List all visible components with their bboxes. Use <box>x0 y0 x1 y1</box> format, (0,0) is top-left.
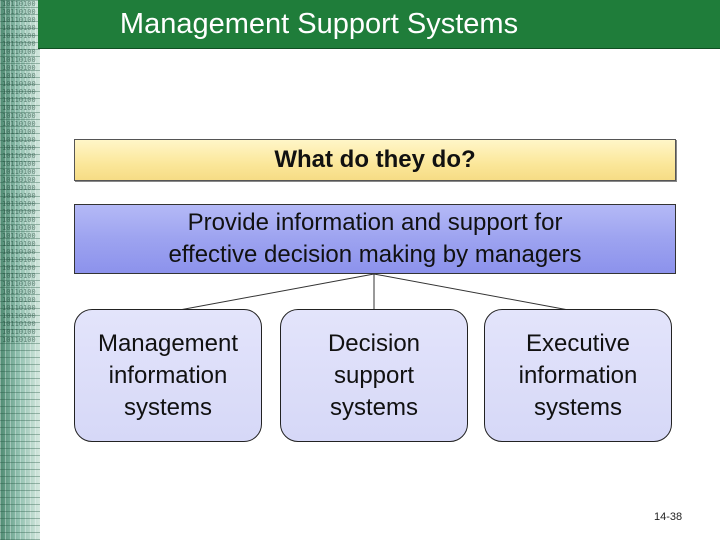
question-box: What do they do? <box>74 139 676 181</box>
eis-box: Executive information systems <box>484 309 672 442</box>
mis-box: Management information systems <box>74 309 262 442</box>
mis-line-1: Management <box>97 329 239 357</box>
slide-number: 14-38 <box>654 511 683 523</box>
connector-left <box>173 273 375 312</box>
decorative-sidebar: 1011010010110100101101001011010010110100… <box>0 0 40 540</box>
eis-line-3: systems <box>533 393 622 421</box>
dss-line-3: systems <box>329 393 418 421</box>
slide-title: Management Support Systems <box>119 7 519 40</box>
sidebar-pattern <box>0 0 40 540</box>
dss-line-1: Decision <box>327 329 421 357</box>
eis-line-1: Executive <box>525 329 631 357</box>
connector-right <box>373 273 575 312</box>
question-text: What do they do? <box>274 146 476 173</box>
purpose-box: Provide information and support for effe… <box>74 204 676 274</box>
eis-line-2: information <box>518 361 638 389</box>
purpose-line-2: effective decision making by managers <box>168 241 582 268</box>
purpose-line-1: Provide information and support for <box>187 209 563 236</box>
dss-box: Decision support systems <box>280 309 468 442</box>
dss-line-2: support <box>333 361 415 389</box>
mis-line-2: information <box>108 361 228 389</box>
sidebar-binary-texture: 1011010010110100101101001011010010110100… <box>2 0 36 344</box>
mis-line-3: systems <box>123 393 212 421</box>
title-bar <box>38 0 720 49</box>
